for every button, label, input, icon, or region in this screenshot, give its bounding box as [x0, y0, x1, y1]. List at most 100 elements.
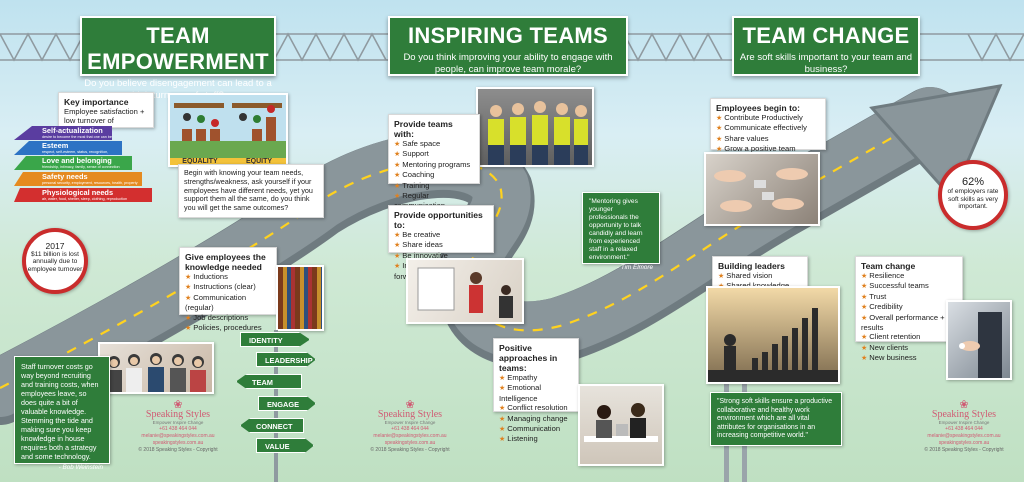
provide-teams-box: Provide teams with: Safe spaceSupportMen… — [388, 114, 480, 210]
list-item: Emotional Intelligence — [499, 383, 573, 403]
footer-2: ❀ Speaking Styles Empower Inspire Change… — [350, 399, 470, 454]
arrow-sign: ENGAGE — [258, 396, 316, 411]
turnover-quote-author: - Bob Weinstein — [58, 464, 103, 471]
badge-text: $11 billion is lost annually due to empl… — [27, 250, 83, 273]
arrow-sign: CONNECT — [240, 418, 304, 433]
list-item: Job descriptions — [185, 313, 271, 323]
list-item: Support — [394, 149, 474, 159]
growth-photo — [706, 286, 840, 384]
presentation-photo — [406, 258, 524, 324]
arrow-sign: IDENTITY — [240, 332, 310, 347]
equity-label: EQUITY — [230, 158, 286, 165]
list-item: Be innovative — [394, 251, 488, 261]
mentoring-quote-box: "Mentoring gives younger professionals t… — [582, 192, 660, 271]
equality-label: EQUALITY — [170, 158, 230, 165]
footer-web[interactable]: speakingstyles.com.au — [938, 440, 990, 446]
footer-brand: Speaking Styles — [931, 409, 997, 420]
mentoring-quote-text: "Mentoring gives younger professionals t… — [589, 198, 643, 261]
turnover-quote-box: Staff turnover costs go way beyond recru… — [14, 356, 110, 471]
footer-copyright: © 2018 Speaking Styles - Copyright — [138, 447, 218, 453]
office-illustration — [584, 403, 658, 442]
badge-2017: 2017 $11 billion is lost annually due to… — [22, 228, 88, 294]
pyramid-label: Safety needs — [42, 172, 88, 181]
team-people-illustration — [106, 353, 206, 392]
team-change-box: Team change ResilienceSuccessful teamsTr… — [855, 256, 963, 362]
presentation-illustration — [417, 267, 513, 318]
touch-photo — [946, 300, 1012, 380]
list-item: Share ideas — [394, 240, 488, 250]
employees-begin-title: Employees begin to: — [716, 103, 801, 113]
footer-web[interactable]: speakingstyles.com.au — [152, 440, 204, 446]
footer-web[interactable]: speakingstyles.com.au — [384, 440, 436, 446]
lotus-icon: ❀ — [959, 399, 969, 411]
team-photo — [98, 342, 214, 394]
list-item: Trust — [861, 292, 957, 302]
pyramid-label: Love and belonging — [42, 156, 112, 165]
employees-begin-box: Employees begin to: Contribute Productiv… — [710, 98, 826, 164]
pyramid-label: Self-actualization — [42, 126, 103, 135]
list-item: Training — [394, 181, 474, 191]
badge-62: 62% of employers rate soft skills as ver… — [938, 160, 1008, 230]
sign-inspiring-teams: INSPIRING TEAMS Do you think improving y… — [388, 16, 628, 76]
pyramid-label: Esteem — [42, 141, 69, 150]
list-item: Inductions — [185, 272, 271, 282]
mentoring-quote-author: - Tim Elmore — [617, 264, 653, 271]
lotus-icon: ❀ — [405, 399, 415, 411]
list-item: Overall performance + results — [861, 313, 957, 333]
office-photo — [578, 384, 664, 466]
footer-tag: Empower Inspire Change — [152, 420, 204, 425]
list-item: Communication (regular) — [185, 293, 271, 313]
list-item: Communication — [499, 424, 573, 434]
footer-email[interactable]: melanie@speakingstyles.com.au — [927, 433, 1001, 439]
footer-phone[interactable]: +61 438 464 044 — [945, 426, 983, 432]
list-item: Instructions (clear) — [185, 282, 271, 292]
give-employees-title: Give employees the knowledge needed — [185, 252, 266, 272]
section-subtitle: Do you think improving your ability to e… — [403, 52, 613, 75]
list-item: Empathy — [499, 373, 573, 383]
list-item: Shared vision — [718, 271, 802, 281]
workers-photo — [476, 87, 594, 167]
list-item: Mentoring programs — [394, 160, 474, 170]
list-item: Client retention — [861, 332, 957, 342]
footer-tag: Empower Inspire Change — [384, 420, 436, 425]
touch-illustration — [959, 312, 1002, 378]
sign-team-change: TEAM CHANGE Are soft skills important to… — [732, 16, 920, 76]
pyramid-sublabel: friendship, intimacy, family, sense of c… — [42, 165, 120, 169]
list-item: Policies, procedures — [185, 323, 271, 333]
positive-approaches-box: Positive approaches in teams: EmpathyEmo… — [493, 338, 579, 443]
list-item: Listening — [499, 434, 573, 444]
pyramid-sublabel: personal security, employment, resources… — [42, 181, 138, 185]
badge-pct: 62% — [961, 176, 985, 188]
provide-teams-list: Safe spaceSupportMentoring programsCoach… — [394, 139, 474, 211]
footer-phone[interactable]: +61 438 464 044 — [159, 426, 197, 432]
team-change-list: ResilienceSuccessful teamsTrustCredibili… — [861, 271, 957, 364]
team-change-title: Team change — [861, 261, 916, 271]
list-item: Shared knowledge — [718, 281, 802, 291]
begin-text-box: Begin with knowing your team needs, stre… — [178, 164, 324, 218]
section-subtitle: Are soft skills important to your team a… — [739, 52, 913, 75]
list-item: Resilience — [861, 271, 957, 281]
pyramid-sublabel: desire to become the most that one can b… — [42, 135, 112, 139]
footer-email[interactable]: melanie@speakingstyles.com.au — [141, 433, 215, 439]
list-item: Share values — [716, 134, 820, 144]
footer-phone[interactable]: +61 438 464 044 — [391, 426, 429, 432]
positive-title: Positive approaches in teams: — [499, 343, 558, 373]
hands-photo — [704, 152, 820, 226]
bookshelf-image — [276, 265, 324, 331]
list-item: Be creative — [394, 230, 488, 240]
arrow-sign: VALUE — [256, 438, 314, 453]
pyramid-label: Physiological needs — [42, 188, 114, 197]
list-item: Credibility — [861, 302, 957, 312]
equality-equity-image: EQUALITY EQUITY — [168, 93, 288, 167]
footer-brand: Speaking Styles — [377, 409, 443, 420]
footer-email[interactable]: melanie@speakingstyles.com.au — [373, 433, 447, 439]
list-item: Managing change — [499, 414, 573, 424]
arrow-sign: TEAM — [236, 374, 302, 389]
provide-opps-title: Provide opportunities to: — [394, 210, 483, 230]
begin-text: Begin with knowing your team needs, stre… — [184, 168, 313, 213]
list-item: New clients — [861, 343, 957, 353]
